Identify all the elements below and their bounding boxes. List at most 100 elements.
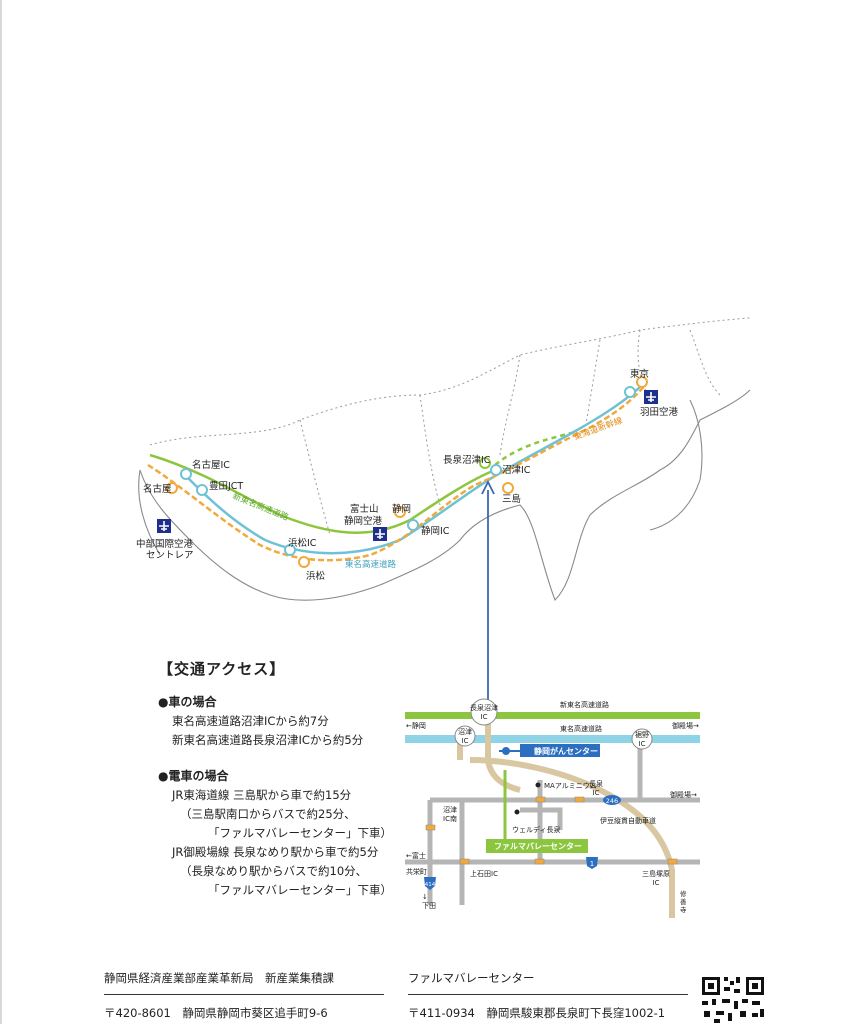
nagaizumi-ic2-label: IC bbox=[593, 789, 600, 797]
susono-ic-label: IC bbox=[639, 740, 646, 748]
car-line: 東名高速道路沼津ICから約7分 bbox=[172, 714, 329, 728]
airport-icon bbox=[157, 519, 171, 533]
shin-tomei-route bbox=[149, 453, 496, 534]
access-heading: 【交通アクセス】 bbox=[158, 660, 286, 678]
nagoya-ic-marker bbox=[180, 468, 192, 480]
tomei-band bbox=[405, 735, 700, 743]
toyota-jct-label: 豊田JCT bbox=[209, 480, 243, 492]
airport-icon bbox=[373, 527, 387, 541]
to-shuzenji-label: 善 bbox=[680, 897, 687, 906]
route-246-label: 246 bbox=[606, 797, 618, 805]
airport-icon bbox=[644, 390, 658, 404]
tokyo-marker bbox=[636, 376, 648, 388]
train-line: JR御殿場線 長泉なめり駅から車で約5分 bbox=[172, 845, 379, 859]
to-gotemba-label: 御殿場→ bbox=[670, 790, 697, 799]
cancer-center-box bbox=[520, 744, 600, 757]
mishima-label: 三島 bbox=[502, 493, 521, 505]
train-line: JR東海道線 三島駅から車で約15分 bbox=[172, 788, 352, 802]
car-title: ●車の場合 bbox=[158, 695, 217, 709]
shin-tomei-planned bbox=[494, 430, 576, 466]
nagoya-marker bbox=[166, 482, 178, 494]
ma-aluminium-label: MAアルミニウム bbox=[544, 782, 597, 790]
mishima-tsukahara-ic-label: 三島塚原 bbox=[642, 869, 670, 878]
shizuoka-airport-label: 静岡空港 bbox=[344, 515, 383, 527]
kyoei-label: 共栄町 bbox=[406, 867, 427, 876]
car-section: ●車の場合 東名高速道路沼津ICから約7分 新東名高速道路長泉沼津ICから約5分 bbox=[158, 693, 408, 750]
page-edge bbox=[0, 0, 2, 1024]
to-shuzenji-label: 修 bbox=[680, 889, 687, 898]
shizuoka-label: 静岡 bbox=[392, 503, 411, 515]
numazu-ic-marker bbox=[490, 464, 502, 476]
coastline bbox=[138, 389, 751, 601]
nagoya-ic-label: 名古屋IC bbox=[192, 459, 230, 471]
pharma-valley-label: ファルマバレーセンター bbox=[494, 841, 582, 851]
shinkansen-route bbox=[147, 384, 646, 562]
qr-code-icon[interactable] bbox=[700, 975, 766, 1024]
susono-ic-label: 裾野 bbox=[635, 730, 649, 739]
hamamatsu-label: 浜松 bbox=[306, 570, 326, 582]
hamamatsu-marker bbox=[298, 556, 310, 568]
numazu-ic-label: IC bbox=[462, 737, 469, 745]
nagoya-label: 名古屋 bbox=[143, 483, 172, 495]
train-line: 「ファルマバレーセンター」下車） bbox=[208, 826, 392, 840]
to-fuji-label: ←富士 bbox=[406, 851, 426, 860]
mishima-marker bbox=[502, 482, 514, 494]
markers bbox=[166, 376, 648, 568]
department-address: 〒420-8601 静岡県静岡市葵区追手町9-6 bbox=[104, 1006, 328, 1020]
car-line: 新東名高速道路長泉沼津ICから約5分 bbox=[172, 733, 364, 747]
shin-tomei-band bbox=[405, 712, 700, 719]
nagaizumi-numazu-ic-label: 長泉沼津IC bbox=[443, 454, 491, 466]
route-1-shield: 1 bbox=[586, 857, 598, 869]
fujisan-label: 富士山 bbox=[350, 503, 379, 515]
pharma-valley-box bbox=[486, 839, 588, 853]
footer-left: 静岡県経済産業部産業革新局 新産業集積課 〒420-8601 静岡県静岡市葵区追… bbox=[104, 970, 384, 1021]
access-info: 【交通アクセス】 ●車の場合 東名高速道路沼津ICから約7分 新東名高速道路長泉… bbox=[158, 660, 408, 917]
local-map: 新東名高速道路 東名高速道路 ←静岡 御殿場→ 長泉沼津 IC 沼津 IC 裾野… bbox=[405, 698, 700, 918]
tokyo-ic-marker bbox=[624, 386, 636, 398]
shizuoka-ic-marker bbox=[407, 519, 419, 531]
to-shimoda-label: ↓ bbox=[422, 893, 428, 901]
shizuoka-ic-label: 静岡IC bbox=[421, 525, 450, 537]
kamiishida-ic-label: 上石田IC bbox=[470, 869, 498, 878]
region-map: 名古屋 浜松 静岡 三島 東京 名古屋IC 豊田JCT 浜松IC 静岡IC 長泉… bbox=[136, 317, 751, 601]
shin-tomei-label: 新東名高速道路 bbox=[231, 491, 291, 524]
hamamatsu-ic-marker bbox=[284, 544, 296, 556]
shin-tomei-label: 新東名高速道路 bbox=[560, 700, 609, 709]
cancer-center-marker bbox=[502, 747, 510, 755]
tomei-route bbox=[184, 384, 643, 555]
route-414-shield: 414 bbox=[424, 877, 436, 890]
to-shuzenji-label: 寺 bbox=[680, 906, 687, 914]
numazu-ic-label: 沼津IC bbox=[502, 465, 531, 476]
landmark-dot bbox=[535, 782, 541, 788]
local-roads-grey bbox=[405, 745, 700, 905]
landmark-dot bbox=[514, 809, 520, 815]
train-line: （長泉なめり駅からバスで約10分、 bbox=[180, 864, 368, 878]
train-section: ●電車の場合 JR東海道線 三島駅から車で約15分 （三島駅南口からバスで約25… bbox=[158, 767, 408, 900]
train-line: 「ファルマバレーセンター」下車） bbox=[208, 883, 392, 897]
nagaizumi-ic-label: IC bbox=[481, 713, 488, 721]
traffic-lights bbox=[425, 796, 678, 865]
center-address: 〒411-0934 静岡県駿東郡長泉町下長窪1002-1 bbox=[408, 1006, 666, 1020]
route-414-label: 414 bbox=[425, 882, 436, 888]
ic-circle bbox=[470, 698, 498, 726]
to-shimoda-label: 下田 bbox=[422, 902, 436, 910]
wellness-label: ウェルディ長泉 bbox=[512, 825, 561, 834]
route-246-shield: 246 bbox=[603, 795, 621, 805]
hamamatsu-ic-label: 浜松IC bbox=[288, 537, 317, 549]
centrair-label: セントレア bbox=[146, 550, 194, 561]
nagaizumi-numazu-ic-marker bbox=[479, 457, 491, 469]
ic-circle bbox=[454, 725, 476, 747]
haneda-airport-label: 羽田空港 bbox=[640, 406, 679, 418]
numazu-ic-south-label: 沼津 bbox=[443, 805, 457, 814]
numazu-ic-label: 沼津 bbox=[458, 727, 472, 736]
cancer-center-label: 静岡がんセンター bbox=[534, 746, 598, 756]
shizuoka-marker bbox=[394, 506, 406, 518]
to-gotemba-label: 御殿場→ bbox=[672, 721, 699, 730]
tokyo-label: 東京 bbox=[630, 368, 649, 380]
numazu-ic-south-label: IC南 bbox=[443, 814, 457, 823]
ic-circle bbox=[631, 728, 653, 750]
mishima-tsukahara-ic-label: IC bbox=[653, 879, 660, 887]
nagaizumi-ic2-label: 長泉 bbox=[589, 779, 603, 788]
footer-right: ファルマバレーセンター 〒411-0934 静岡県駿東郡長泉町下長窪1002-1 bbox=[408, 970, 688, 1021]
route-1-label: 1 bbox=[590, 860, 594, 868]
